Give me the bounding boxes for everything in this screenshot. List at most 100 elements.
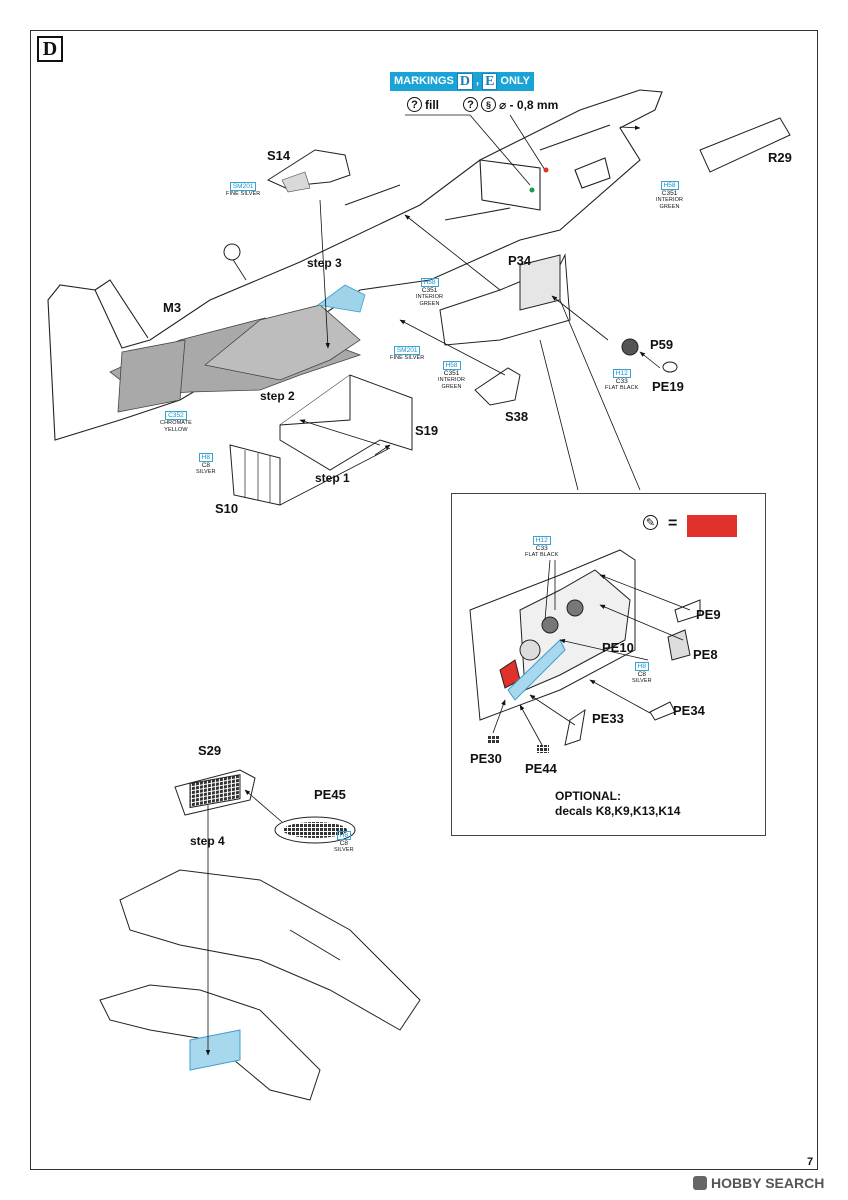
paint-name: SILVER [632,678,652,684]
label-pe19: PE19 [652,379,684,394]
part-s19-drawing [279,374,413,471]
paint-h58-a: H58 C351 INTERIOR GREEN [656,181,683,211]
paint-code: H58 [420,278,439,287]
paint-name: FLAT BLACK [525,552,559,558]
paint-name: INTERIOR [656,197,684,203]
paint-name: SILVER [196,469,216,475]
paint-h12-b: H12 C33 FLAT BLACK [525,536,559,559]
part-s10-drawing [229,444,281,506]
markings-suffix: ONLY [500,75,530,87]
fill-text: fill [425,97,439,112]
marking-d: D [456,73,474,90]
page-number: 7 [807,1156,814,1168]
part-r29-drawing [699,117,791,173]
optional-note: OPTIONAL: decals K8,K9,K13,K14 [555,789,680,819]
section-badge: D [37,36,63,62]
paint-sm201-b: SM201 FINE SILVER [390,346,424,362]
paint-code2: C351 [421,287,438,294]
paint-code2: C351 [661,190,678,197]
paint-code2: C33 [535,545,548,552]
hobby-search-logo-icon [693,1176,707,1190]
paint-name: GREEN [441,384,462,390]
paint-code: H58 [660,181,679,190]
paint-name: GREEN [659,204,680,210]
optional-title: OPTIONAL: [555,789,621,803]
paint-name: CHROMATE [160,420,192,426]
paint-name: SILVER [334,847,354,853]
watermark-text: HOBBY SEARCH [711,1175,825,1191]
paint-h8-a: H8 C8 SILVER [196,453,216,476]
paint-code: C352 [165,411,187,420]
paint-h58-b: H58 C351 INTERIOR GREEN [416,278,443,308]
paint-h12-a: H12 C33 FLAT BLACK [605,369,639,392]
drill-size-text: ⌀ - 0,8 mm [499,97,559,112]
paint-code2: C351 [443,370,460,377]
drill-symbol-row: ? § ⌀ - 0,8 mm [463,97,558,112]
paint-name: FLAT BLACK [605,385,639,391]
paint-c352: C352 CHROMATE YELLOW [160,411,192,434]
label-pe45: PE45 [314,787,346,802]
paint-h58-c: H58 C351 INTERIOR GREEN [438,361,465,391]
label-p59: P59 [650,337,674,352]
drill-icon: § [481,97,496,112]
marking-e: E [482,73,498,90]
label-pe9: PE9 [696,607,721,622]
paint-sm201-a: SM201 FINE SILVER [226,182,260,198]
paint-name: INTERIOR [438,377,466,383]
paint-name: GREEN [419,301,440,307]
paint-code2: C33 [615,378,628,385]
paint-h8-c: H8 C8 SILVER [334,831,354,854]
label-pe10: PE10 [602,640,634,655]
paint-code2: C8 [339,840,349,847]
paint-code: H8 [198,453,214,462]
paint-name: FINE SILVER [390,355,425,361]
label-pe30: PE30 [470,751,502,766]
paint-brush-icon: ✎ [643,515,658,530]
paint-name: YELLOW [164,427,188,433]
red-color-swatch [687,515,737,537]
radiator-assembly [99,769,421,1101]
label-p34: P34 [508,253,532,268]
paint-code: H12 [612,369,631,378]
markings-badge: MARKINGS D , E ONLY [390,72,534,91]
markings-sep: , [476,75,480,87]
question-circle-icon: ? [463,97,478,112]
label-r29: R29 [768,150,792,165]
label-m3: M3 [163,300,182,315]
cockpit-floor-centre [204,304,361,381]
label-step2: step 2 [260,389,295,403]
paint-name: FINE SILVER [226,191,261,197]
paint-code: SM201 [393,346,421,355]
label-pe8: PE8 [693,647,718,662]
label-pe44: PE44 [525,761,557,776]
markings-prefix: MARKINGS [394,75,454,87]
paint-h8-b: H8 C8 SILVER [632,662,652,685]
paint-code: H8 [336,831,352,840]
paint-name: INTERIOR [416,294,444,300]
blue-fill-area [317,284,366,313]
page-frame [30,30,818,1170]
detail-inset [451,493,766,836]
equals-sign: = [668,515,678,532]
paint-code2: C8 [201,462,211,469]
part-p34-drawing [439,253,571,346]
label-s19: S19 [415,423,439,438]
paint-code: H58 [442,361,461,370]
label-s14: S14 [267,148,291,163]
paint-code: SM201 [229,182,257,191]
part-pe19-drawing [662,361,678,373]
firewall-grey [117,339,186,413]
fill-symbol-row: ? fill [407,97,439,112]
label-pe33: PE33 [592,711,624,726]
paint-code2: C8 [637,671,647,678]
label-s29: S29 [198,743,222,758]
label-pe34: PE34 [673,703,705,718]
part-s38-drawing [474,367,521,406]
label-s10: S10 [215,501,239,516]
label-step1: step 1 [315,471,350,485]
part-p59-drawing [621,338,639,356]
optional-decals: decals K8,K9,K13,K14 [555,804,681,818]
watermark: HOBBY SEARCH [693,1175,824,1191]
